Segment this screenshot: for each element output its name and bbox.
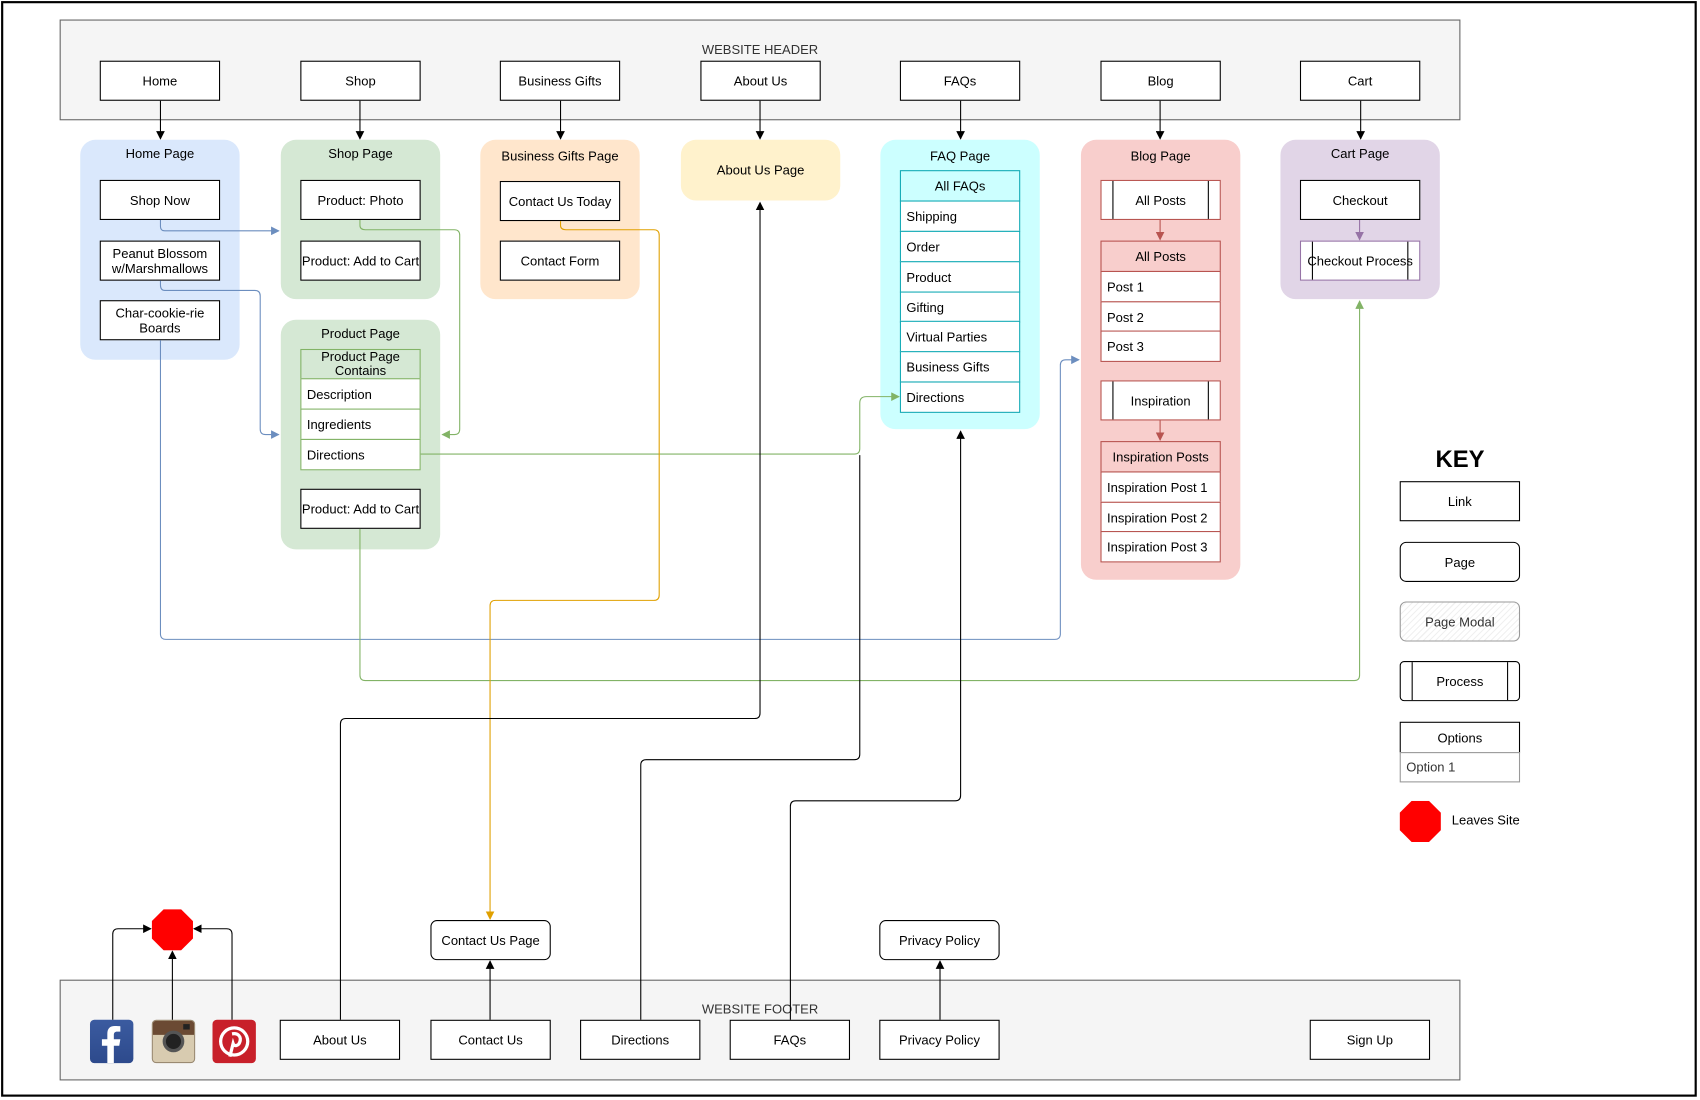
edge-facebook-leaves bbox=[112, 924, 152, 1020]
key-leaves-site-stop-icon bbox=[1399, 800, 1441, 843]
key-page: Page bbox=[1399, 541, 1521, 582]
edge-footer-directions bbox=[640, 455, 861, 1020]
edge-directions-to-faq bbox=[420, 392, 900, 455]
faq-option-product: Product bbox=[899, 261, 1021, 293]
home-link-char-cookie-rie[interactable]: Char-cookie-rie Boards bbox=[99, 300, 221, 341]
pinterest-icon[interactable] bbox=[212, 1019, 256, 1064]
cart-link-checkout[interactable]: Checkout bbox=[1299, 179, 1421, 220]
nav-blog[interactable]: Blog bbox=[1100, 60, 1221, 101]
edge-pinterest-leaves bbox=[192, 924, 233, 1020]
product-option-directions[interactable]: Directions bbox=[300, 438, 421, 471]
edge-char-cookie-rie bbox=[159, 340, 1080, 640]
key-page-modal: Page Modal bbox=[1399, 601, 1521, 642]
faq-option-business-gifts: Business Gifts bbox=[899, 351, 1021, 383]
faq-option-directions: Directions bbox=[899, 381, 1021, 413]
faq-option-virtual-parties: Virtual Parties bbox=[899, 320, 1021, 353]
blog-inspiration-post-3[interactable]: Inspiration Post 3 bbox=[1100, 531, 1221, 563]
key-process: Process bbox=[1399, 661, 1521, 702]
edge-peanut-blossom bbox=[159, 280, 280, 439]
contact-us-page[interactable]: Contact Us Page bbox=[430, 920, 551, 961]
blog-inspiration-post-1[interactable]: Inspiration Post 1 bbox=[1100, 471, 1221, 503]
home-link-peanut-blossom[interactable]: Peanut Blossom w/Marshmallows bbox=[99, 240, 221, 281]
blog-page-title: Blog Page bbox=[1130, 148, 1191, 164]
business-link-contact-us-today[interactable]: Contact Us Today bbox=[499, 180, 621, 222]
shop-page-title: Shop Page bbox=[328, 146, 393, 162]
footer-link-directions[interactable]: Directions bbox=[580, 1019, 701, 1060]
edge-shop-now bbox=[159, 219, 280, 236]
key-link: Link bbox=[1399, 481, 1521, 522]
product-page-title: Product Page bbox=[321, 326, 400, 342]
faq-option-order: Order bbox=[899, 230, 1021, 263]
faq-page-title: FAQ Page bbox=[930, 148, 991, 164]
nav-cart[interactable]: Cart bbox=[1299, 60, 1421, 101]
privacy-policy-page[interactable]: Privacy Policy bbox=[879, 920, 1000, 961]
blog-inspiration-post-2[interactable]: Inspiration Post 2 bbox=[1100, 501, 1221, 534]
home-page-title: Home Page bbox=[125, 146, 195, 162]
edge-product-photo bbox=[359, 219, 461, 439]
leaves-site-stop-icon bbox=[151, 909, 193, 951]
shop-link-product-photo[interactable]: Product: Photo bbox=[300, 179, 421, 220]
footer-link-faqs[interactable]: FAQs bbox=[729, 1019, 851, 1060]
edge-footer-about bbox=[339, 201, 765, 1020]
footer-label: WEBSITE FOOTER bbox=[701, 1001, 819, 1017]
faq-option-shipping: Shipping bbox=[899, 200, 1021, 232]
nav-business-gifts[interactable]: Business Gifts bbox=[499, 60, 621, 101]
instagram-icon[interactable] bbox=[151, 1019, 196, 1064]
blog-all-posts-header: All Posts bbox=[1100, 240, 1221, 273]
business-link-contact-form[interactable]: Contact Form bbox=[499, 240, 621, 281]
shop-link-add-to-cart[interactable]: Product: Add to Cart bbox=[300, 240, 421, 281]
footer-link-about-us[interactable]: About Us bbox=[279, 1019, 401, 1060]
home-link-shop-now[interactable]: Shop Now bbox=[99, 179, 221, 220]
cart-checkout-process[interactable]: Checkout Process bbox=[1299, 240, 1421, 281]
footer-link-sign-up[interactable]: Sign Up bbox=[1309, 1019, 1431, 1060]
facebook-icon[interactable] bbox=[89, 1019, 134, 1064]
nav-about-us[interactable]: About Us bbox=[700, 60, 821, 101]
key-option-1: Option 1 bbox=[1399, 752, 1521, 783]
nav-home[interactable]: Home bbox=[99, 60, 221, 101]
key-leaves-site-label: Leaves Site bbox=[1451, 812, 1520, 828]
cart-page-title: Cart Page bbox=[1330, 146, 1390, 162]
business-gifts-page-title: Business Gifts Page bbox=[501, 148, 619, 164]
blog-post-3[interactable]: Post 3 bbox=[1100, 330, 1221, 362]
blog-all-posts-process[interactable]: All Posts bbox=[1100, 179, 1221, 220]
key-options-header: Options bbox=[1399, 721, 1521, 754]
nav-faqs[interactable]: FAQs bbox=[899, 60, 1021, 101]
edge-contact-us-today bbox=[485, 221, 660, 921]
nav-shop[interactable]: Shop bbox=[300, 60, 421, 101]
product-option-ingredients: Ingredients bbox=[300, 408, 421, 440]
about-us-page-title: About Us Page bbox=[716, 162, 805, 178]
product-link-add-to-cart[interactable]: Product: Add to Cart bbox=[300, 488, 421, 529]
about-us-page-group: About Us Page bbox=[680, 139, 841, 201]
key-title: KEY bbox=[1435, 445, 1485, 473]
footer-link-contact-us[interactable]: Contact Us bbox=[430, 1019, 551, 1060]
footer-link-privacy-policy[interactable]: Privacy Policy bbox=[879, 1019, 1000, 1060]
blog-inspiration-process[interactable]: Inspiration bbox=[1100, 380, 1221, 421]
edge-footer-faqs bbox=[789, 430, 965, 1020]
header-label: WEBSITE HEADER bbox=[701, 42, 819, 58]
blog-inspiration-header: Inspiration Posts bbox=[1100, 441, 1221, 473]
